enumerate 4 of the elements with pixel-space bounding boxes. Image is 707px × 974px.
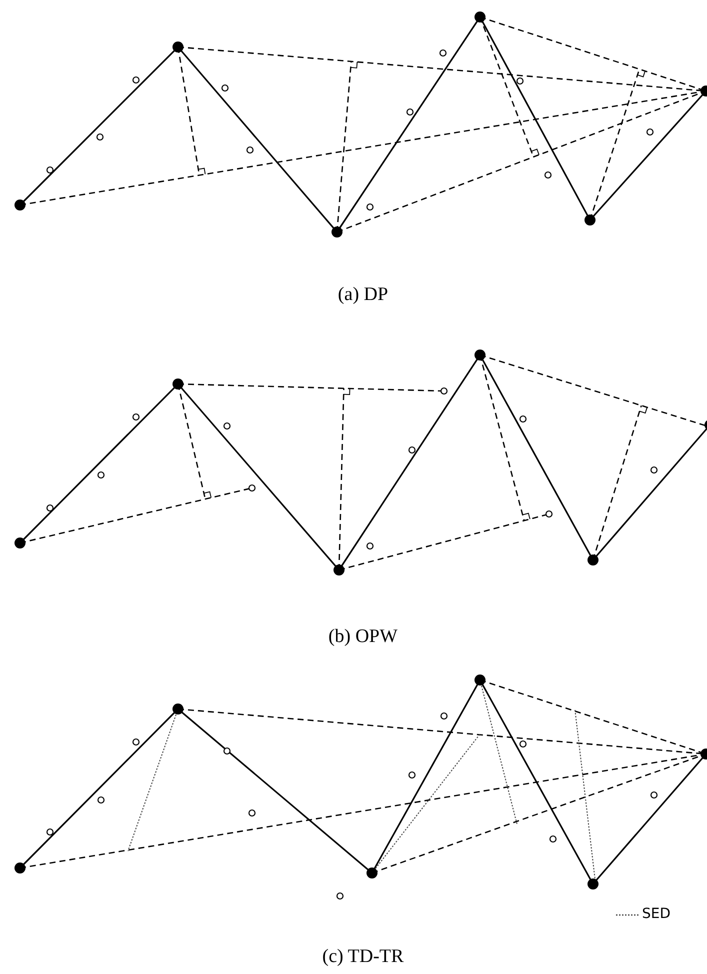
legend-text: SED — [642, 906, 671, 922]
figure-caption: (b) OPW — [328, 626, 398, 648]
figure-caption: (a) DP — [338, 284, 388, 306]
figure-caption: (c) TD-TR — [322, 946, 404, 968]
